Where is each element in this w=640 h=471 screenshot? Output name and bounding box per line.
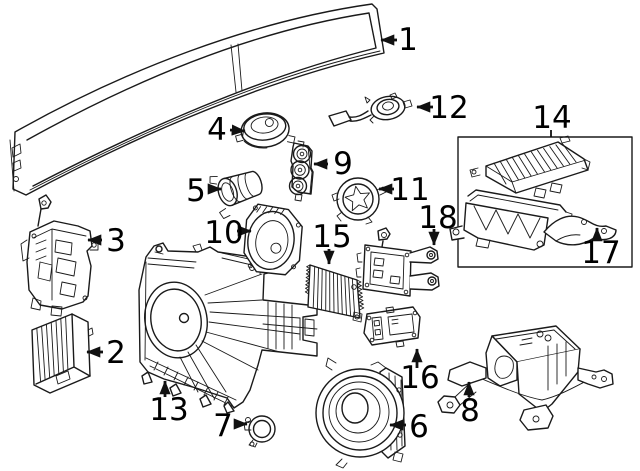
module-body (26, 220, 93, 310)
part-bracket-18 (355, 227, 440, 297)
callout-8-label: 8 (460, 393, 480, 429)
part-speaker-4 (235, 112, 296, 149)
star-grille (344, 185, 370, 212)
left-ear (437, 395, 461, 414)
callout-14-label: 14 (532, 100, 571, 136)
callout-17-label: 17 (581, 235, 620, 271)
callout-7-label: 7 (213, 408, 233, 444)
part-speaker-11 (331, 177, 387, 225)
lower-arm (409, 272, 440, 291)
callout-11-label: 11 (390, 172, 429, 208)
callout-4-label: 4 (207, 112, 227, 148)
part-module-bracket-3 (20, 194, 99, 317)
panel-outline (12, 3, 385, 196)
callout-6-label: 6 (409, 409, 429, 445)
end-cap-clips (11, 143, 22, 172)
callout-3-label: 3 (106, 223, 126, 259)
part-speaker-bracket-9 (288, 140, 314, 202)
wire (348, 110, 372, 122)
part-module-16 (363, 306, 421, 348)
gasket-line (469, 373, 597, 401)
amp14-body (485, 141, 589, 194)
part-tweeter-5 (209, 170, 263, 220)
callout-4-arrow (229, 124, 246, 136)
callout-15-label: 15 (312, 219, 351, 255)
mounting-feet (141, 371, 235, 414)
callout-2-label: 2 (106, 335, 126, 371)
truss-zigzag (473, 205, 541, 239)
connector (328, 110, 352, 127)
callout-10-label: 10 (204, 215, 243, 251)
part-tweeter-7 (243, 415, 276, 448)
amp15-fins (312, 266, 356, 318)
base-strips (145, 357, 237, 408)
rings (229, 173, 254, 203)
callout-16-label: 16 (400, 360, 439, 396)
panel-divider (230, 43, 243, 93)
part-amplifier-15 (304, 264, 365, 323)
speaker-opening (144, 281, 208, 359)
callout-13-label: 13 (149, 392, 188, 428)
callout-18-label: 18 (418, 200, 457, 236)
callout-12-label: 12 (429, 90, 468, 126)
module16-plate (363, 306, 421, 346)
part-amplifier-2 (31, 313, 94, 394)
callout-9-label: 9 (333, 146, 353, 182)
callout-5-label: 5 (186, 173, 206, 209)
bottom-foot (519, 404, 554, 431)
part-instrument-panel-1 (9, 3, 385, 196)
callout-1-label: 1 (398, 22, 418, 58)
amp14-fins (493, 142, 577, 185)
callout-labels: 1 2 3 4 5 6 7 8 9 10 11 12 13 14 15 16 1… (106, 22, 621, 445)
upper-arm (409, 246, 439, 264)
arm-ridges (262, 301, 318, 350)
part-tweeter-harness-12 (328, 92, 413, 127)
part-speaker-10 (243, 203, 303, 276)
radial-ribs (179, 273, 301, 399)
part-module-8 (437, 325, 614, 431)
part-amplifier-14 (469, 135, 591, 199)
truss-body (463, 202, 549, 251)
group-box (457, 136, 633, 268)
amp-fins (36, 316, 69, 383)
part-woofer-6 (315, 357, 406, 469)
